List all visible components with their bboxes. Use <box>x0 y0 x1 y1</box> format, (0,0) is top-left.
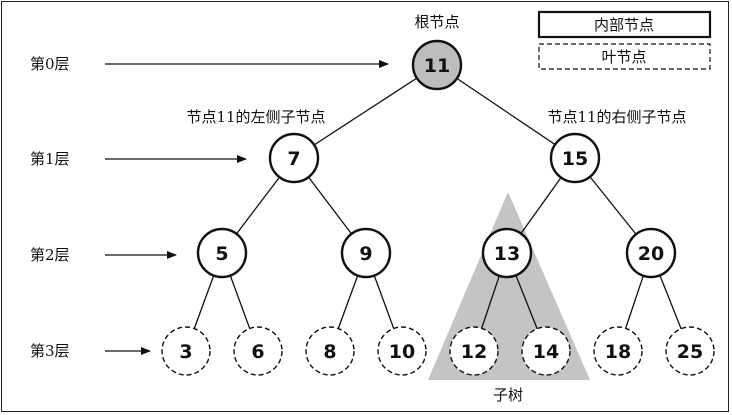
edge-11-15 <box>436 64 576 159</box>
edge-11-7 <box>293 64 438 159</box>
node-3: 3 <box>161 326 211 376</box>
node-13: 13 <box>481 227 533 279</box>
node-13-circle <box>481 227 533 279</box>
root-caption: 根节点 <box>414 13 459 31</box>
node-3-label: 3 <box>179 341 192 363</box>
level-label-0: 第0层 <box>30 55 70 73</box>
node-15: 15 <box>549 132 601 184</box>
node-8: 8 <box>305 326 355 376</box>
node-25-label: 25 <box>677 341 703 363</box>
node-8-circle <box>305 326 355 376</box>
node-5-label: 5 <box>215 243 228 265</box>
level-label-2: 第2层 <box>30 246 70 264</box>
right-child-caption: 节点11的右侧子节点 <box>547 108 686 126</box>
node-6-circle <box>233 326 283 376</box>
node-11-circle <box>411 39 463 91</box>
node-15-circle <box>549 132 601 184</box>
node-25: 25 <box>665 326 715 376</box>
node-14-label: 14 <box>533 341 559 363</box>
legend: 内部节点 叶节点 <box>537 10 712 70</box>
node-7-circle <box>268 132 320 184</box>
node-20-label: 20 <box>638 243 664 265</box>
node-18: 18 <box>593 326 643 376</box>
node-12-circle <box>449 326 499 376</box>
node-7: 7 <box>268 132 320 184</box>
node-9-circle <box>340 227 392 279</box>
node-12: 12 <box>449 326 499 376</box>
node-7-label: 7 <box>287 148 300 170</box>
level-label-1: 第1层 <box>30 150 70 168</box>
node-11-label: 11 <box>424 55 450 77</box>
node-20: 20 <box>625 227 677 279</box>
node-13-label: 13 <box>494 243 520 265</box>
node-18-circle <box>593 326 643 376</box>
level-label-3: 第3层 <box>30 342 70 360</box>
node-10-label: 10 <box>389 341 415 363</box>
node-3-circle <box>161 326 211 376</box>
level-arrows <box>105 60 389 355</box>
node-11: 11 <box>411 39 463 91</box>
node-9: 9 <box>340 227 392 279</box>
node-15-label: 15 <box>562 148 588 170</box>
node-8-label: 8 <box>323 341 336 363</box>
node-9-label: 9 <box>359 243 372 265</box>
node-6: 6 <box>233 326 283 376</box>
subtree-caption: 子树 <box>493 386 523 404</box>
node-20-circle <box>625 227 677 279</box>
legend-internal-box <box>537 10 712 39</box>
node-14: 14 <box>521 326 571 376</box>
node-14-circle <box>521 326 571 376</box>
node-10-circle <box>377 326 427 376</box>
legend-leaf-label: 叶节点 <box>601 48 646 66</box>
node-6-label: 6 <box>251 341 264 363</box>
node-10: 10 <box>377 326 427 376</box>
node-5-circle <box>196 227 248 279</box>
node-12-label: 12 <box>461 341 487 363</box>
legend-leaf-box <box>538 43 711 70</box>
legend-internal-label: 内部节点 <box>594 16 654 34</box>
node-18-label: 18 <box>605 341 631 363</box>
left-child-caption: 节点11的左侧子节点 <box>186 108 325 126</box>
node-25-circle <box>665 326 715 376</box>
node-5: 5 <box>196 227 248 279</box>
